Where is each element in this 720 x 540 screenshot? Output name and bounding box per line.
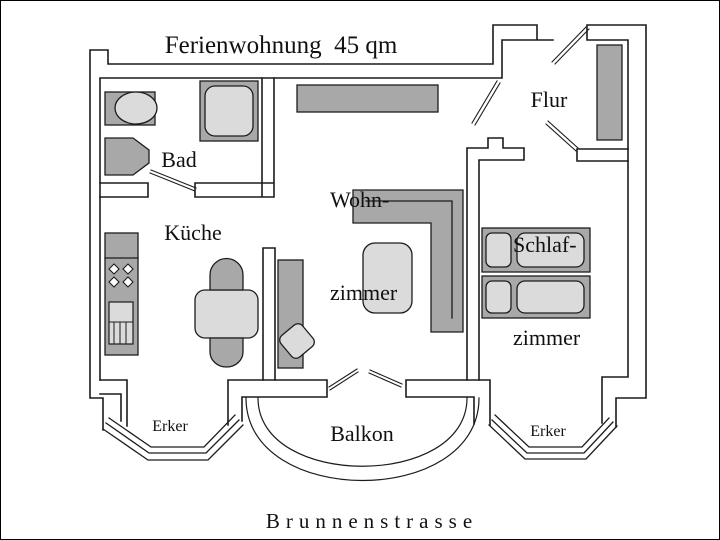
bay-windows: [102, 414, 618, 461]
room-label-schlafzimmer-line1: Schlaf-: [513, 232, 577, 257]
walls: [89, 24, 647, 431]
exterior-wall-left-top: [89, 24, 554, 431]
bay-window-left: [102, 414, 244, 461]
wardrobe: [596, 44, 623, 141]
corner-sofa-backrest-line: [365, 200, 453, 319]
dining-chair-top: [209, 257, 244, 291]
stove-burners: [108, 263, 134, 288]
room-label-schlafzimmer: Schlaf- zimmer: [513, 167, 580, 415]
balcony-door-left: [328, 368, 359, 391]
room-label-bad: Bad: [161, 147, 197, 172]
room-label-kueche: Küche: [164, 220, 222, 245]
balcony-railing: [245, 397, 480, 482]
balcony-inner-arc: [257, 397, 468, 467]
room-label-wohnzimmer: Wohn- zimmer: [330, 122, 397, 370]
corner-sofa: [352, 189, 464, 333]
exterior-wall-bottom: [99, 379, 491, 427]
toilet-bowl: [114, 91, 158, 125]
bed-1-mattress: [516, 232, 585, 268]
bad-door: [149, 169, 197, 192]
bed-2-mattress: [516, 280, 585, 314]
balcony-door-right: [368, 369, 403, 388]
bay-window-right: [488, 414, 618, 460]
room-label-wohnzimmer-line2: zimmer: [330, 280, 398, 305]
doors: [149, 26, 590, 391]
coffee-table: [362, 242, 413, 314]
dining-chair-bottom: [209, 337, 244, 368]
street-label: Brunnenstrasse: [265, 509, 479, 533]
kitchen-sink: [108, 301, 134, 345]
dining-table: [194, 289, 259, 339]
balcony-outer-arc: [245, 397, 480, 482]
armchair: [279, 323, 315, 359]
interior-walls: [99, 77, 629, 381]
exterior-wall-right: [586, 24, 647, 428]
shower-basin: [204, 85, 254, 137]
sideboard: [296, 84, 439, 113]
plan-title: Ferienwohnung 45 qm: [164, 32, 398, 59]
room-label-wohnzimmer-line1: Wohn-: [330, 187, 390, 212]
furniture: [104, 44, 623, 369]
bed-1-pillow: [485, 232, 512, 268]
kitchen-sink-drainer: [108, 321, 134, 345]
bed-2-pillow: [485, 280, 512, 314]
room-label-schlafzimmer-line2: zimmer: [513, 325, 581, 350]
room-label-erker-right: Erker: [530, 423, 566, 440]
schlafzimmer-door: [545, 120, 579, 152]
wohnzimmer-flur-door: [471, 80, 501, 126]
room-label-erker-left: Erker: [152, 418, 188, 435]
room-label-flur: Flur: [530, 87, 568, 112]
washbasin: [104, 137, 150, 176]
room-label-balkon: Balkon: [330, 421, 394, 446]
entrance-door: [551, 26, 590, 65]
